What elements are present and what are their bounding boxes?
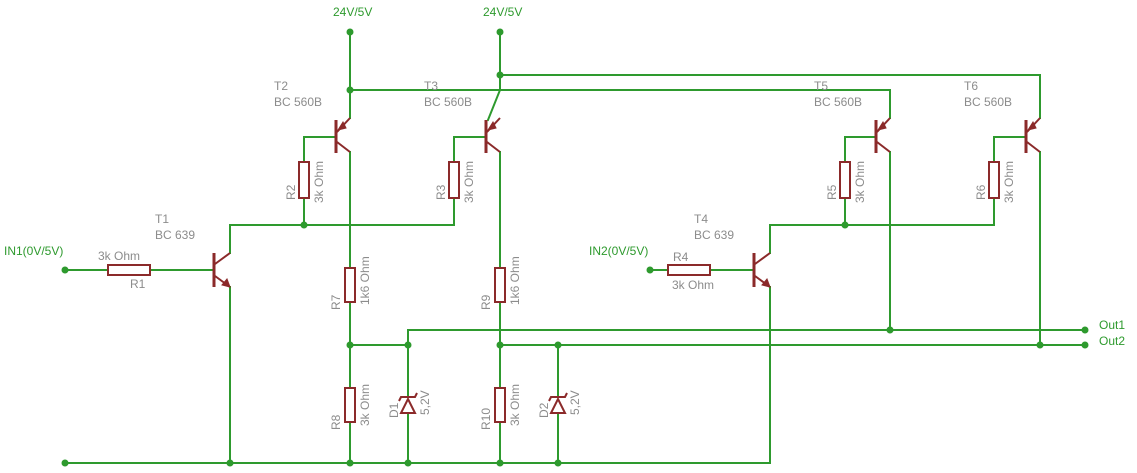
d2-name: D2 bbox=[537, 402, 551, 418]
supply2-terminal bbox=[496, 28, 504, 36]
resistor-r7 bbox=[344, 267, 356, 303]
resistor-r10 bbox=[494, 387, 506, 423]
junction-dot bbox=[841, 221, 849, 229]
d1-value: 5,2V bbox=[418, 390, 432, 415]
t3-value: BC 560B bbox=[424, 95, 472, 109]
r2-name: R2 bbox=[284, 184, 298, 200]
t4-name: T4 bbox=[694, 212, 708, 226]
junction-dot bbox=[346, 341, 354, 349]
out1-terminal bbox=[1081, 326, 1089, 334]
in2-terminal bbox=[646, 266, 654, 274]
in1-label: IN1(0V/5V) bbox=[4, 244, 63, 258]
junction-dot bbox=[300, 221, 308, 229]
junction-dot bbox=[496, 341, 504, 349]
d2-value: 5,2V bbox=[568, 390, 582, 415]
junction-dot bbox=[226, 459, 234, 467]
supply1-terminal bbox=[346, 28, 354, 36]
t1-name: T1 bbox=[155, 212, 169, 226]
supply1-label: 24V/5V bbox=[333, 5, 372, 19]
t2-name: T2 bbox=[274, 79, 288, 93]
out2-terminal bbox=[1081, 341, 1089, 349]
t1-value: BC 639 bbox=[155, 228, 195, 242]
zener-diode-d1 bbox=[398, 392, 418, 414]
zener-diode-d2 bbox=[548, 392, 568, 414]
transistor-t4 bbox=[752, 252, 771, 288]
in2-label: IN2(0V/5V) bbox=[589, 244, 648, 258]
r10-name: R10 bbox=[479, 408, 493, 430]
resistor-r2 bbox=[298, 161, 310, 199]
junction-dot bbox=[404, 341, 412, 349]
resistor-r5 bbox=[839, 161, 851, 199]
junction-dot bbox=[346, 459, 354, 467]
r7-name: R7 bbox=[329, 294, 343, 310]
r3-name: R3 bbox=[434, 184, 448, 200]
junction-dot bbox=[346, 86, 354, 94]
t3-name: T3 bbox=[424, 79, 438, 93]
r6-value: 3k Ohm bbox=[1002, 161, 1016, 203]
out2-label: Out2 bbox=[1099, 334, 1125, 348]
transistor-t5 bbox=[874, 117, 891, 153]
t2-value: BC 560B bbox=[274, 95, 322, 109]
in1-terminal bbox=[61, 266, 69, 274]
r9-name: R9 bbox=[479, 294, 493, 310]
wires bbox=[64, 31, 1086, 464]
transistor-t3 bbox=[484, 117, 501, 153]
junction-dot bbox=[554, 459, 562, 467]
transistor-t2 bbox=[334, 117, 351, 153]
resistor-r1 bbox=[107, 264, 151, 276]
out1-label: Out1 bbox=[1099, 318, 1125, 332]
resistor-r8 bbox=[344, 387, 356, 423]
r6-name: R6 bbox=[974, 184, 988, 200]
junction-dot bbox=[496, 459, 504, 467]
r10-value: 3k Ohm bbox=[508, 384, 522, 426]
t5-name: T5 bbox=[814, 79, 828, 93]
junctions bbox=[61, 28, 1089, 467]
resistor-r4 bbox=[667, 264, 711, 276]
transistor-t6 bbox=[1024, 117, 1041, 153]
r1-value: 3k Ohm bbox=[98, 249, 140, 263]
r5-name: R5 bbox=[825, 184, 839, 200]
r9-value: 1k6 Ohm bbox=[508, 256, 522, 305]
r2-value: 3k Ohm bbox=[312, 161, 326, 203]
resistor-r6 bbox=[988, 161, 1000, 199]
d1-name: D1 bbox=[387, 402, 401, 418]
junction-dot bbox=[404, 459, 412, 467]
junction-dot bbox=[886, 326, 894, 334]
resistor-r9 bbox=[494, 267, 506, 303]
t6-name: T6 bbox=[964, 79, 978, 93]
supply2-label: 24V/5V bbox=[483, 5, 522, 19]
ground-terminal bbox=[61, 459, 69, 467]
r4-value: 3k Ohm bbox=[672, 278, 714, 292]
t6-value: BC 560B bbox=[964, 95, 1012, 109]
r3-value: 3k Ohm bbox=[462, 161, 476, 203]
junction-dot bbox=[1036, 341, 1044, 349]
r8-name: R8 bbox=[329, 414, 343, 430]
r7-value: 1k6 Ohm bbox=[358, 256, 372, 305]
junction-dot bbox=[554, 341, 562, 349]
t5-value: BC 560B bbox=[814, 95, 862, 109]
t4-value: BC 639 bbox=[694, 228, 734, 242]
r8-value: 3k Ohm bbox=[358, 384, 372, 426]
transistor-t1 bbox=[212, 252, 231, 288]
r1-name: R1 bbox=[130, 277, 146, 291]
r4-name: R4 bbox=[673, 250, 689, 264]
r5-value: 3k Ohm bbox=[853, 161, 867, 203]
resistor-r3 bbox=[448, 161, 460, 199]
junction-dot bbox=[496, 71, 504, 79]
